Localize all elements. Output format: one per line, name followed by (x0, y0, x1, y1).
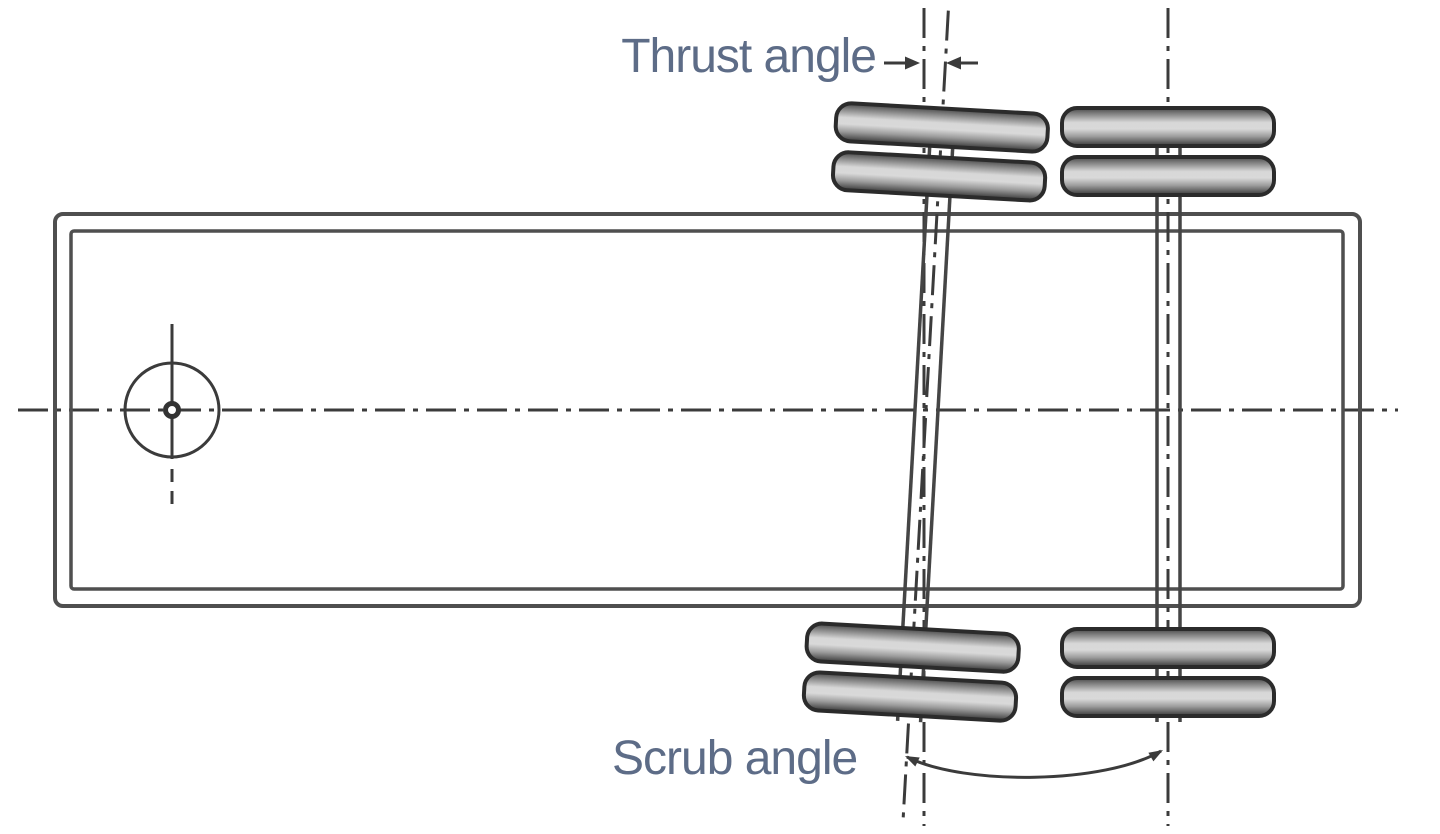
scrub-angle-annotation: Scrub angle (612, 732, 1163, 785)
thrust-angle-right-arrow (946, 56, 978, 70)
rear-axle-tire-bottom-outer (1060, 676, 1276, 718)
rear-axle (1060, 8, 1276, 826)
scrub-arc-right-arrowhead (1148, 750, 1163, 762)
rear-axle-tire-top-outer (1060, 106, 1276, 148)
kingpin-circle (123, 361, 221, 459)
kingpin (123, 324, 221, 504)
thrust-axle-beam-right (918, 113, 957, 723)
frame-inner (69, 229, 1345, 591)
thrust-angle-label: Thrust angle (621, 30, 876, 83)
thrust-axle-tire-top-inner (830, 149, 1048, 204)
rear-axle-tire-bottom-inner (1060, 627, 1276, 669)
rear-axle-tire-top-inner (1060, 155, 1276, 197)
thrust-axle-tire-bottom-inner (803, 620, 1022, 675)
thrust-angle-annotation: Thrust angle (621, 30, 978, 83)
thrust-axle-tire-top-outer (832, 100, 1051, 155)
thrust-angle-left-arrow (884, 56, 920, 70)
scrub-angle-label: Scrub angle (612, 732, 857, 785)
scrub-angle-arc (906, 749, 1162, 779)
thrust-axle-tire-bottom-outer (801, 669, 1019, 724)
frame-outer (53, 212, 1362, 608)
scrub-arc-left-arrowhead (905, 756, 920, 767)
kingpin-center-dot (163, 401, 181, 419)
thrust-axle-beam-left (895, 111, 934, 721)
trailer-frame (53, 212, 1362, 608)
thrust-axle (801, 10, 1051, 824)
